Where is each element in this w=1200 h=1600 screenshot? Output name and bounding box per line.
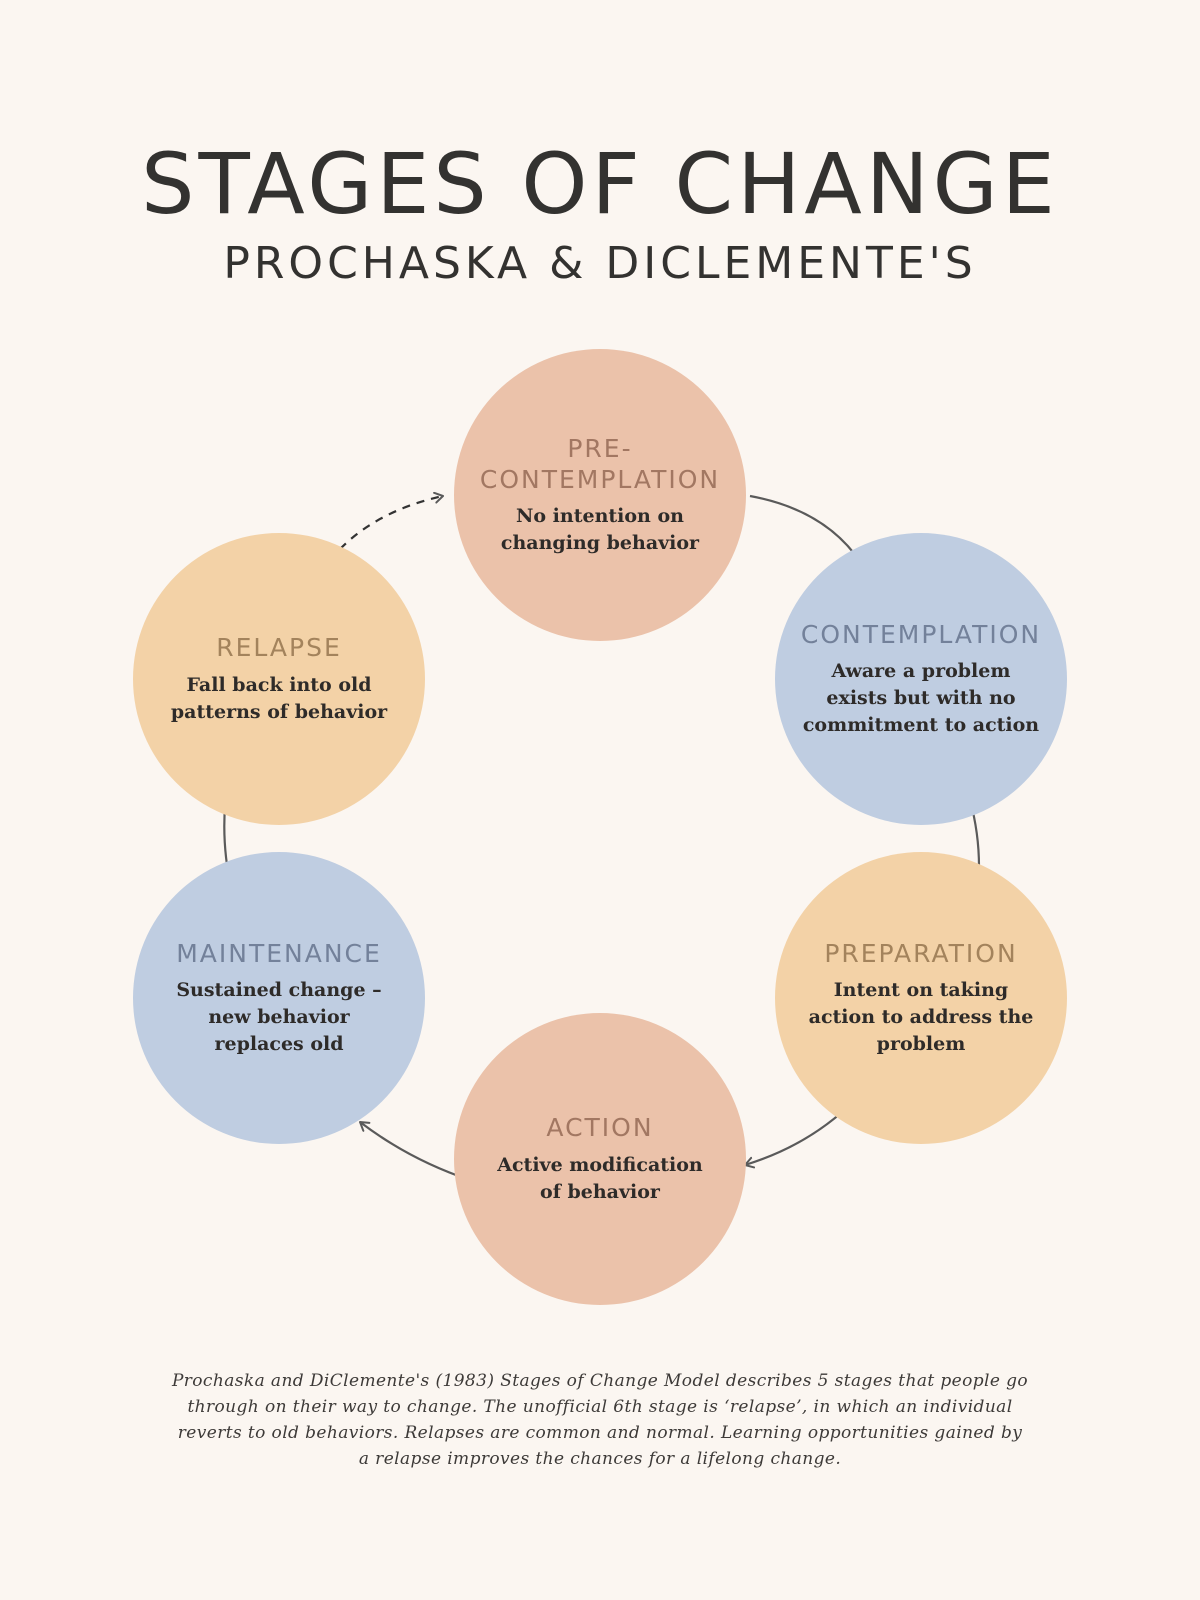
model-description-caption: Prochaska and DiClemente's (1983) Stages… (171, 1371, 1029, 1469)
stage-name: CONTEMPLATION (800, 619, 1042, 649)
stage-preparation: PREPARATION Intent on taking action to a… (775, 852, 1067, 1144)
stage-maintenance: MAINTENANCE Sustained change – new behav… (133, 852, 425, 1144)
stage-name: ACTION (546, 1113, 654, 1143)
arrow-precontemplation-to-contemplation (749, 494, 862, 564)
arrow-relapse-to-precontemplation (329, 491, 444, 561)
stage-description: Intent on taking action to address the p… (808, 979, 1034, 1056)
page-title: STAGES OF CHANGE (141, 135, 1059, 233)
stage-contemplation: CONTEMPLATION Aware a problem exists but… (775, 533, 1067, 825)
stage-relapse: RELAPSE Fall back into old patterns of b… (133, 533, 425, 825)
stage-name: PRE- CONTEMPLATION (479, 433, 721, 495)
page-subtitle: PROCHASKA & DICLEMENTE'S (223, 238, 977, 289)
stage-description: Sustained change – new behavior replaces… (176, 979, 382, 1056)
stage-precontemplation: PRE- CONTEMPLATION No intention on chang… (454, 349, 746, 641)
stage-description: Active modification of behavior (497, 1153, 703, 1203)
stage-name: PREPARATION (824, 938, 1018, 968)
stage-name: MAINTENANCE (176, 938, 382, 968)
stage-action: ACTION Active modification of behavior (454, 1013, 746, 1305)
stage-name: RELAPSE (216, 633, 342, 663)
stage-description: Aware a problem exists but with no commi… (802, 660, 1040, 737)
stage-description: Fall back into old patterns of behavior (170, 673, 388, 723)
stage-description: No intention on changing behavior (500, 505, 700, 555)
